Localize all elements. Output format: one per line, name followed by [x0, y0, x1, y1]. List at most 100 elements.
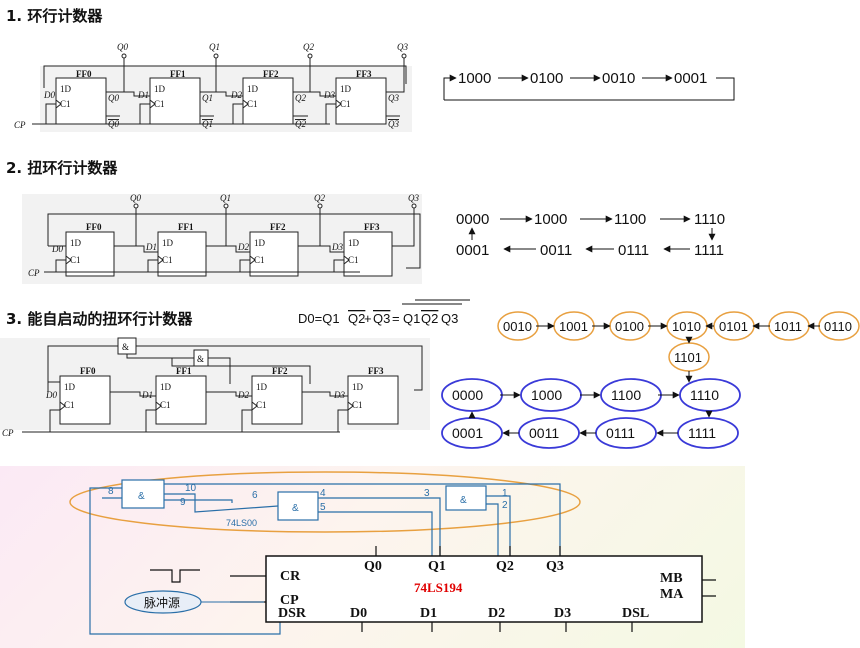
s2-ff2-d: 1D: [254, 238, 266, 248]
s3-ff3-label: FF3: [368, 366, 384, 376]
s2-ff3-c: C1: [348, 255, 359, 265]
s1-ff2-qbar: Q2: [295, 119, 306, 129]
inv-state-1011: 1011: [774, 319, 802, 334]
twisted-ring-labels: Q0 Q1 Q2 Q3 FF0 FF1 FF2 FF3 D0 D1 D2 D3 …: [28, 193, 419, 278]
ring-counter-labels: Q0 Q1 Q2 Q3 FF0 FF1 FF2 FF3 D0 D1 D2 D3 …: [14, 42, 408, 130]
tw-bot-4: 1111: [694, 242, 724, 259]
valid-top-1100: 1100: [611, 387, 641, 403]
chip-q0: Q0: [364, 559, 382, 574]
s3-ff3-c: C1: [352, 400, 363, 410]
section-2-title: 2. 扭环行计数器: [6, 159, 118, 177]
s2-ff3-label: FF3: [364, 222, 380, 232]
s1-ff3-c: C1: [340, 99, 351, 109]
eq-q3: Q3: [441, 311, 458, 326]
pin-9: 9: [180, 497, 186, 508]
s1-ff1-c: C1: [154, 99, 165, 109]
s3-ff1-label: FF1: [176, 366, 192, 376]
chip-dsl: DSL: [622, 606, 649, 621]
valid-bot-0001: 0001: [452, 425, 483, 441]
self-start-labels: & & FF0 FF1 FF2 FF3 D0 D1 D2 D3 1D C1 1D…: [2, 342, 384, 438]
s3-d0-label: D0: [45, 390, 57, 400]
ff1-block: [149, 77, 201, 125]
s2-ff0-block: [65, 231, 115, 277]
ff3-block: [335, 77, 387, 125]
s3-ff0-block: [59, 375, 111, 425]
s3-d2-label: D2: [237, 390, 249, 400]
ring-state-3: 0010: [602, 70, 635, 87]
ff0-block: [55, 77, 107, 125]
s4-gate-3-sym: &: [460, 495, 467, 506]
tw-top-4: 1110: [694, 211, 725, 228]
s2-d0-label: D0: [51, 244, 63, 254]
s1-q3-label: Q3: [397, 42, 408, 52]
s2-cp-label: CP: [28, 268, 40, 278]
s3-ff2-d: 1D: [256, 382, 268, 392]
chip-74ls194: [265, 555, 703, 623]
tw-bot-1: 0001: [456, 242, 489, 259]
s1-ff3-q: Q3: [388, 93, 399, 103]
s2-d1-label: D1: [145, 242, 157, 252]
s1-ff3-d: 1D: [340, 84, 352, 94]
tw-top-2: 1000: [534, 211, 567, 228]
s3-ff3-d: 1D: [352, 382, 364, 392]
pin-1: 1: [502, 488, 508, 499]
s3-ff0-c: C1: [64, 400, 75, 410]
chip-d3: D3: [554, 606, 571, 621]
inv-state-1001: 1001: [559, 319, 588, 334]
s3-ff1-d: 1D: [160, 382, 172, 392]
self-start-circuit: [0, 337, 430, 433]
s1-ff3-qbar: Q3: [388, 119, 399, 129]
invalid-state-loop: 0010 1001 0100 1010 0101 1011 0110 1101: [497, 311, 860, 383]
s2-ff2-label: FF2: [270, 222, 286, 232]
inv-state-1101: 1101: [674, 350, 702, 365]
s3-ff2-block: [251, 375, 303, 425]
chip-q1: Q1: [428, 559, 446, 574]
s3-ff3-block: [347, 375, 399, 425]
s1-d1-label: D1: [137, 90, 149, 100]
pin-2: 2: [502, 500, 508, 511]
s2-q0-label: Q0: [130, 193, 141, 203]
s1-cp-label: CP: [14, 120, 26, 130]
s1-ff1-qbar: Q1: [202, 119, 213, 129]
valid-top-1110: 1110: [690, 387, 719, 403]
s3-ff0-d: 1D: [64, 382, 76, 392]
eq-plus: +: [364, 311, 372, 326]
chip-dsr: DSR: [278, 606, 307, 621]
inv-state-0101: 0101: [719, 319, 748, 334]
eq-lhs: D0=Q1: [298, 311, 340, 326]
s3-d3-label: D3: [333, 390, 345, 400]
s1-d3-label: D3: [323, 90, 335, 100]
self-start-equation: D0=Q1 Q2 + Q3 = Q1 Q2 Q3: [298, 299, 470, 326]
chip-cp: CP: [280, 593, 299, 608]
tw-bot-2: 0011: [540, 242, 572, 259]
ring-state-4: 0001: [674, 70, 707, 87]
s2-ff3-d: 1D: [348, 238, 360, 248]
eq-q3bar: Q3: [373, 311, 390, 326]
s3-ff1-block: [155, 375, 207, 425]
ring-sequence: 1000 0100 0010 0001: [443, 70, 735, 101]
s1-q2-label: Q2: [303, 42, 314, 52]
s4-gate-2-sym: &: [292, 503, 299, 514]
s2-d3-label: D3: [331, 242, 343, 252]
eq-eq: =: [392, 311, 400, 326]
s2-ff0-label: FF0: [86, 222, 102, 232]
inv-state-0110: 0110: [824, 319, 852, 334]
s3-ff2-c: C1: [256, 400, 267, 410]
s1-q1-label: Q1: [209, 42, 220, 52]
s1-d0-label: D0: [43, 90, 55, 100]
ring-state-2: 0100: [530, 70, 563, 87]
valid-top-1000: 1000: [531, 387, 562, 403]
twisted-sequence: 0000 1000 1100 1110 1111 0111 0011 0001: [456, 211, 725, 259]
valid-bot-1111: 1111: [688, 425, 716, 441]
tw-top-3: 1100: [614, 211, 646, 228]
hardware-circuit: & & & 8 9 10 6 4 5 3 1 2 74LS00 Q0 Q1 Q2…: [69, 471, 716, 635]
section-1-title: 1. 环行计数器: [6, 7, 103, 25]
gate-group-highlight: [69, 471, 581, 533]
chip-q3: Q3: [546, 559, 564, 574]
s2-q3-label: Q3: [408, 193, 419, 203]
chip-mb: MB: [660, 571, 683, 586]
pin-3: 3: [424, 488, 430, 499]
s2-ff2-c: C1: [254, 255, 265, 265]
tw-bot-3: 0111: [618, 242, 649, 259]
s1-ff2-label: FF2: [263, 69, 279, 79]
